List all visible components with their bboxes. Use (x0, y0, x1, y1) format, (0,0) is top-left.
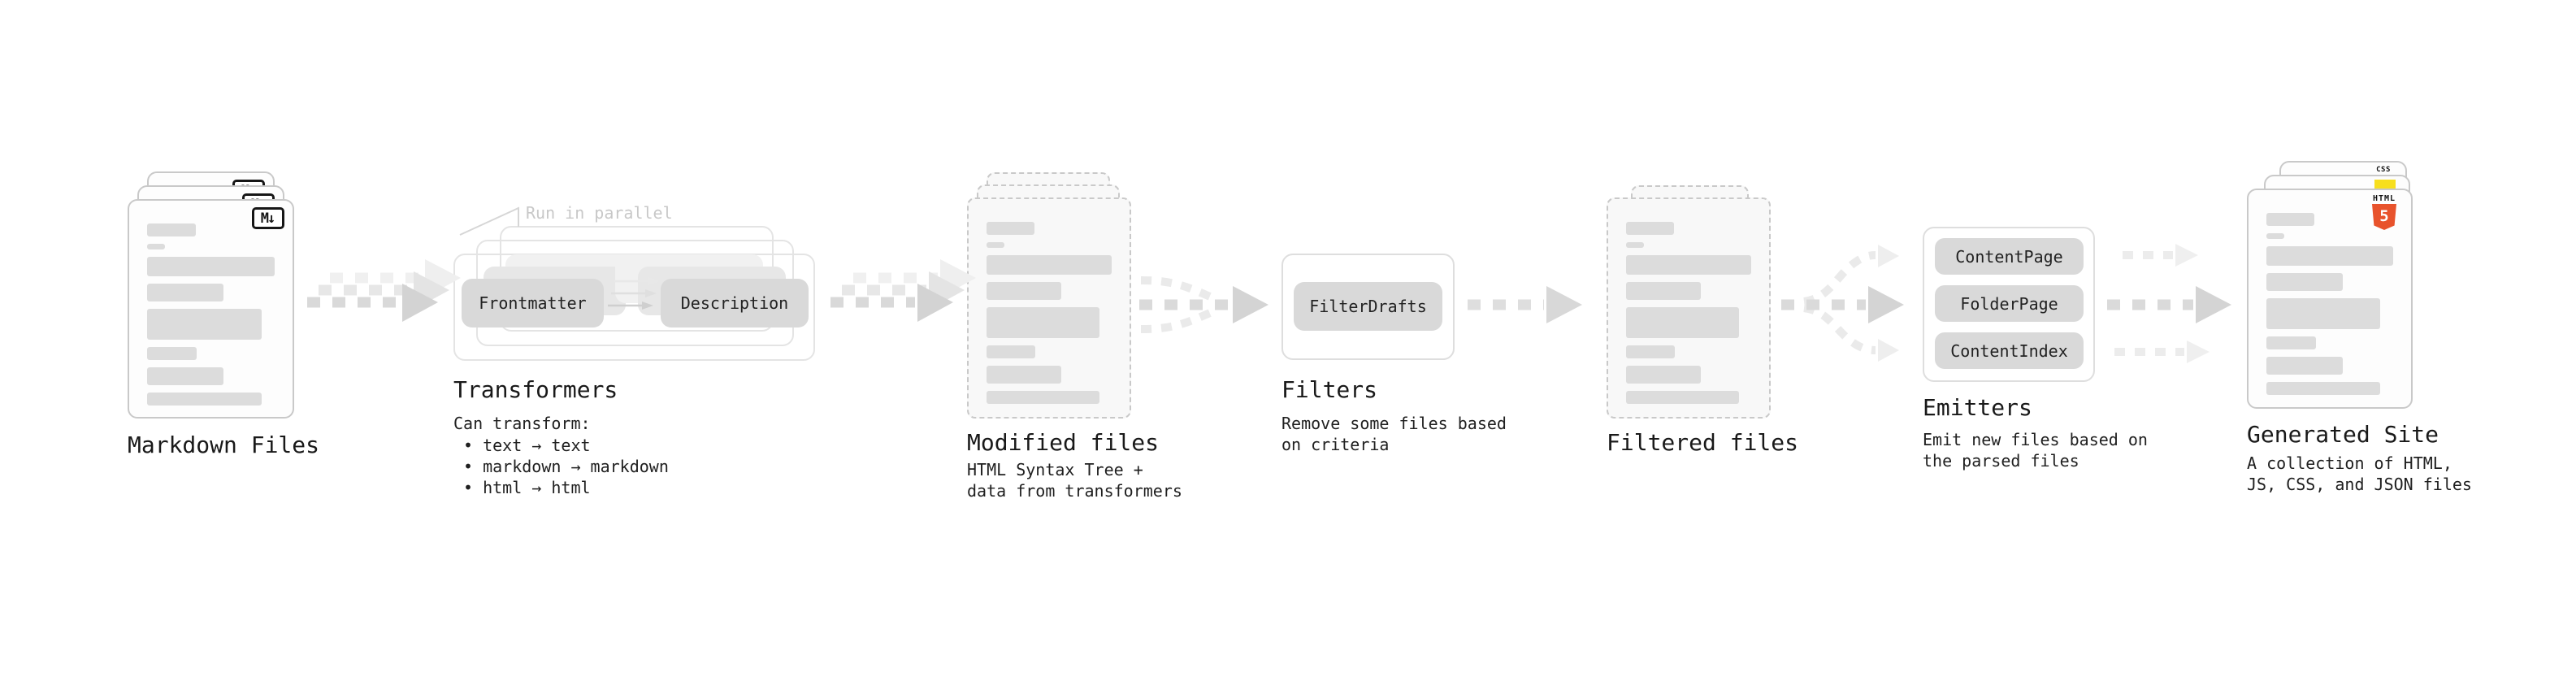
placeholder-bar (1626, 242, 1644, 248)
placeholder-bar (147, 284, 224, 301)
filters-description: on criteria (1281, 435, 1390, 454)
html5-icon: HTML 5 (2367, 195, 2401, 230)
transformers-bullet: • html → html (463, 478, 591, 497)
stage-label-transformers: Transformers (453, 376, 618, 403)
file-content-placeholder (2266, 213, 2393, 395)
placeholder-bar (987, 366, 1062, 384)
placeholder-bar (987, 255, 1112, 275)
arrow-markdown-to-transformers (307, 259, 461, 322)
placeholder-bar (1626, 366, 1702, 384)
placeholder-bar (1626, 307, 1739, 338)
contentindex-node: ContentIndex (1935, 332, 2084, 369)
placeholder-bar (2266, 233, 2284, 239)
file-content-placeholder (147, 223, 275, 406)
transformers-bullet: • markdown → markdown (463, 457, 669, 476)
file-card: M↓ (128, 199, 294, 419)
placeholder-bar (1626, 345, 1676, 358)
file-content-placeholder (987, 222, 1112, 404)
placeholder-bar (2266, 273, 2343, 291)
placeholder-bar (147, 223, 196, 236)
placeholder-bar (2266, 298, 2381, 329)
folderpage-node: FolderPage (1935, 285, 2084, 322)
placeholder-bar (147, 257, 275, 276)
placeholder-bar (987, 282, 1062, 300)
placeholder-bar (147, 393, 262, 406)
stage-label-modified-files: Modified files (967, 429, 1160, 456)
emitters-description: Emit new files based on (1923, 430, 2148, 449)
placeholder-bar (2266, 357, 2343, 375)
markdown-icon: M↓ (252, 207, 284, 229)
transformers-note-heading: Can transform: (453, 414, 591, 433)
emitters-description: the parsed files (1923, 451, 2079, 471)
file-card-dashed (967, 197, 1131, 419)
placeholder-bar (147, 244, 165, 249)
filterdrafts-node: FilterDrafts (1294, 282, 1442, 331)
contentpage-node: ContentPage (1935, 238, 2084, 275)
modified-files-description: HTML Syntax Tree + (967, 460, 1143, 479)
modified-files-description: data from transformers (967, 481, 1182, 501)
placeholder-bar (1626, 282, 1702, 300)
arrow-filtered-to-emitters (1781, 245, 1904, 362)
description-node: Description (661, 279, 809, 327)
stage-label-filters: Filters (1281, 376, 1378, 403)
file-content-placeholder (1626, 222, 1751, 404)
placeholder-bar (147, 347, 197, 360)
file-card: HTML 5 (2247, 189, 2413, 409)
run-in-parallel-annotation: Run in parallel (526, 203, 673, 223)
placeholder-bar (2266, 336, 2316, 349)
placeholder-bar (147, 309, 262, 340)
stage-label-filtered-files: Filtered files (1607, 429, 1799, 456)
transformers-bullet: • text → text (463, 436, 591, 455)
filters-description: Remove some files based (1281, 414, 1507, 433)
arrow-emitters-to-generated (2107, 244, 2231, 363)
stage-label-markdown-files: Markdown Files (128, 432, 320, 458)
placeholder-bar (2266, 382, 2381, 395)
stage-label-generated-site: Generated Site (2247, 421, 2439, 448)
placeholder-bar (987, 222, 1034, 235)
arrow-modified-to-filters (1139, 276, 1268, 333)
arrow-transformers-to-modified (830, 259, 976, 322)
placeholder-bar (1626, 255, 1751, 275)
placeholder-bar (987, 345, 1036, 358)
placeholder-bar (987, 242, 1004, 248)
placeholder-bar (1626, 391, 1739, 404)
frontmatter-node: Frontmatter (462, 279, 604, 327)
generated-site-description: JS, CSS, and JSON files (2247, 475, 2472, 494)
placeholder-bar (2266, 213, 2315, 226)
generated-site-description: A collection of HTML, (2247, 453, 2452, 473)
placeholder-bar (2266, 246, 2393, 266)
placeholder-bar (987, 391, 1099, 404)
stage-label-emitters: Emitters (1923, 394, 2032, 421)
arrow-filters-to-filtered (1468, 286, 1582, 323)
placeholder-bar (1626, 222, 1674, 235)
placeholder-bar (147, 367, 224, 385)
placeholder-bar (987, 307, 1099, 338)
file-card-dashed (1607, 197, 1771, 419)
